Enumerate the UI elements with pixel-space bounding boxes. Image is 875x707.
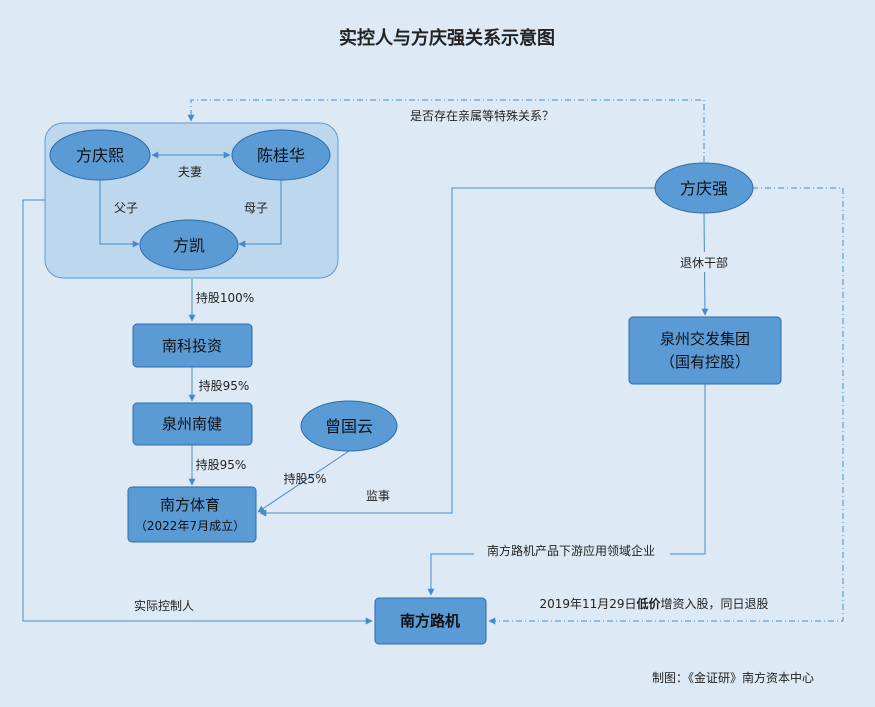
node-fang-kai: [139, 219, 239, 271]
node-nanfang-tiyu-label: 南方体育: [160, 496, 220, 514]
node-nanfang-tiyu-sub: （2022年7月成立）: [135, 518, 245, 533]
capital-date: 2019年11月29日: [539, 597, 636, 611]
mother-son-label: 母子: [244, 201, 268, 215]
actual-controller-edge: [22, 199, 373, 625]
node-chen-guihua-label: 陈桂华: [257, 146, 305, 165]
supervisor-label: 监事: [366, 489, 390, 503]
node-nanfang-luji-label: 南方路机: [400, 612, 460, 630]
downstream-edge: [427, 384, 706, 596]
retired-label: 退休干部: [680, 255, 728, 270]
downstream-label-bg: [474, 543, 670, 563]
node-quanzhou-nanjian-label: 泉州南健: [162, 415, 222, 433]
node-nanke-label: 南科投资: [162, 337, 222, 355]
downstream-label: 南方路机产品下游应用领域企业: [487, 543, 655, 558]
hold5-label: 持股5%: [283, 471, 326, 486]
father-son-edge: [99, 180, 140, 248]
capital-bold: 低价: [636, 596, 662, 611]
mother-son-edge: [238, 180, 282, 248]
question-label: 是否存在亲属等特殊关系？: [410, 108, 554, 123]
node-quanzhou-jiaofa: [628, 316, 782, 385]
capital-label: 2019年11月29日低价增资入股，同日退股: [539, 596, 768, 611]
node-nanfang-luji: [374, 597, 487, 645]
question-edge: [187, 99, 705, 162]
diagram-title: 实控人与方庆强关系示意图: [339, 27, 555, 49]
actual-controller-label: 实际控制人: [134, 598, 194, 613]
node-zeng-guoyun-label: 曾国云: [325, 417, 373, 436]
capital-rest: 增资入股，同日退股: [661, 597, 769, 611]
retired-label-bg: [670, 252, 738, 272]
node-quanzhou-jiaofa-label: 泉州交发集团: [660, 330, 750, 348]
hold95a-label: 持股95%: [199, 378, 250, 393]
supervisor-edge: [259, 187, 656, 517]
node-fang-kai-label: 方凯: [173, 236, 205, 255]
hold95b-label: 持股95%: [196, 457, 247, 472]
node-fang-qingqiang-label: 方庆强: [680, 179, 728, 198]
hold100-label: 持股100%: [196, 290, 254, 305]
footer-credit: 制图：《金证研》南方资本中心: [652, 670, 814, 685]
hold5-edge: [257, 450, 350, 513]
node-fang-qingxi: [49, 129, 151, 181]
node-nanfang-tiyu: [127, 486, 257, 543]
node-fang-qingxi-label: 方庆熙: [76, 146, 124, 165]
node-chen-guihua: [231, 129, 331, 181]
node-quanzhou-jiaofa-sub: （国有控股）: [660, 353, 750, 371]
father-son-label: 父子: [114, 201, 138, 215]
spouse-label: 夫妻: [178, 165, 202, 179]
